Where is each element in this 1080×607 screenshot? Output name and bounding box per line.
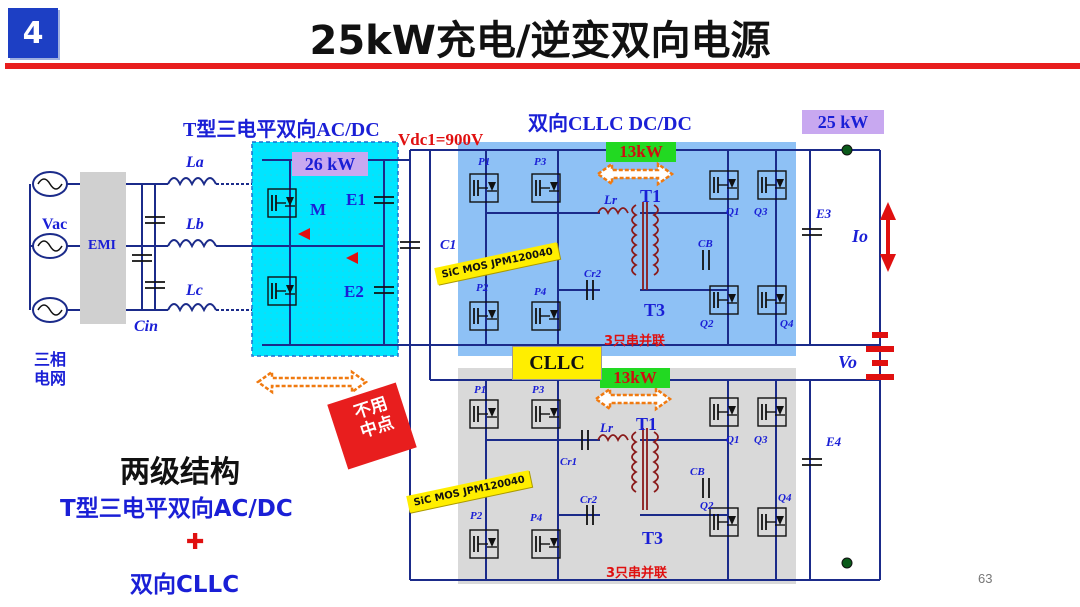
plus-icon: ✚	[186, 530, 205, 555]
q3-bottom-label: Q3	[754, 434, 768, 446]
c1-label: C1	[440, 238, 457, 253]
clllc-center-label: CLLC	[512, 346, 602, 380]
p1-top-label: P1	[478, 156, 491, 168]
q3-top-label: Q3	[754, 206, 768, 218]
summary-clllc-line: 双向CLLC	[130, 572, 240, 598]
q4-top-label: Q4	[780, 318, 794, 330]
bottom-series-parallel-note: 3只串并联	[606, 566, 668, 581]
lc-label: Lc	[186, 282, 203, 299]
summary-acdc-line: T型三电平双向AC/DC	[60, 496, 293, 522]
cr2-bottom-label: Cr2	[580, 494, 598, 506]
acdc-power-badge: 26 kW	[292, 152, 368, 176]
current-arrow	[880, 202, 896, 272]
slide-number-badge: 4	[8, 8, 58, 58]
p2-top-label: P2	[476, 282, 489, 294]
ac-sources	[29, 171, 80, 323]
p3-bottom-label: P3	[532, 384, 545, 396]
emi-label: EMI	[88, 238, 116, 253]
title-underline	[5, 63, 1080, 69]
cb-top-label: CB	[698, 238, 713, 250]
grid-label: 三相 电网	[34, 350, 67, 388]
q2-top-label: Q2	[700, 318, 714, 330]
e2-label: E2	[344, 282, 364, 301]
lr-top-label: Lr	[604, 192, 617, 207]
no-midpoint-sign	[327, 382, 417, 470]
p3-top-label: P3	[534, 156, 547, 168]
top-series-parallel-note: 3只串并联	[604, 334, 666, 349]
slide-title: 25kW充电/逆变双向电源	[309, 18, 771, 64]
lb-label: Lb	[186, 216, 204, 233]
m-label: M	[310, 200, 327, 219]
emi-block-bg	[80, 172, 126, 324]
input-filter	[126, 177, 290, 313]
dc-bus	[410, 149, 881, 581]
e4-label: E4	[826, 434, 842, 449]
p4-top-label: P4	[534, 286, 547, 298]
page-number: 63	[978, 571, 993, 586]
p4-bottom-label: P4	[530, 512, 543, 524]
q1-bottom-label: Q1	[726, 434, 740, 446]
power-flow-arrows	[255, 161, 675, 412]
acdc-title: T型三电平双向AC/DC	[183, 119, 380, 141]
t1-top-label: T1	[640, 186, 662, 206]
cb-bottom-label: CB	[690, 466, 705, 478]
cin-label: Cin	[134, 318, 159, 335]
transformers	[597, 202, 659, 510]
t3-bottom-label: T3	[642, 528, 664, 548]
t1-bottom-label: T1	[636, 414, 658, 434]
clllc-title: 双向CLLC DC/DC	[528, 113, 692, 135]
p2-bottom-label: P2	[470, 510, 483, 522]
q2-bottom-label: Q2	[700, 500, 714, 512]
p1-bottom-label: P1	[474, 384, 487, 396]
top-module-power-badge: 13kW	[606, 142, 676, 162]
vo-label: Vo	[838, 352, 858, 372]
q1-top-label: Q1	[726, 206, 740, 218]
summary-heading: 两级结构	[120, 455, 240, 490]
cr1-bottom-label: Cr1	[560, 456, 578, 468]
t3-top-label: T3	[644, 300, 666, 320]
la-label: La	[186, 154, 204, 171]
io-label: Io	[852, 226, 869, 246]
lr-bottom-label: Lr	[600, 420, 613, 435]
output-power-badge: 25 kW	[802, 110, 884, 134]
battery	[866, 332, 894, 380]
e1-label: E1	[346, 190, 366, 209]
bus-voltage-label: Vdc1=900V	[398, 130, 484, 149]
vac-label: Vac	[42, 216, 68, 233]
bottom-module-power-badge: 13kW	[600, 368, 670, 388]
q4-bottom-label: Q4	[778, 492, 792, 504]
e3-label: E3	[816, 206, 832, 221]
cr2-top-label: Cr2	[584, 268, 602, 280]
